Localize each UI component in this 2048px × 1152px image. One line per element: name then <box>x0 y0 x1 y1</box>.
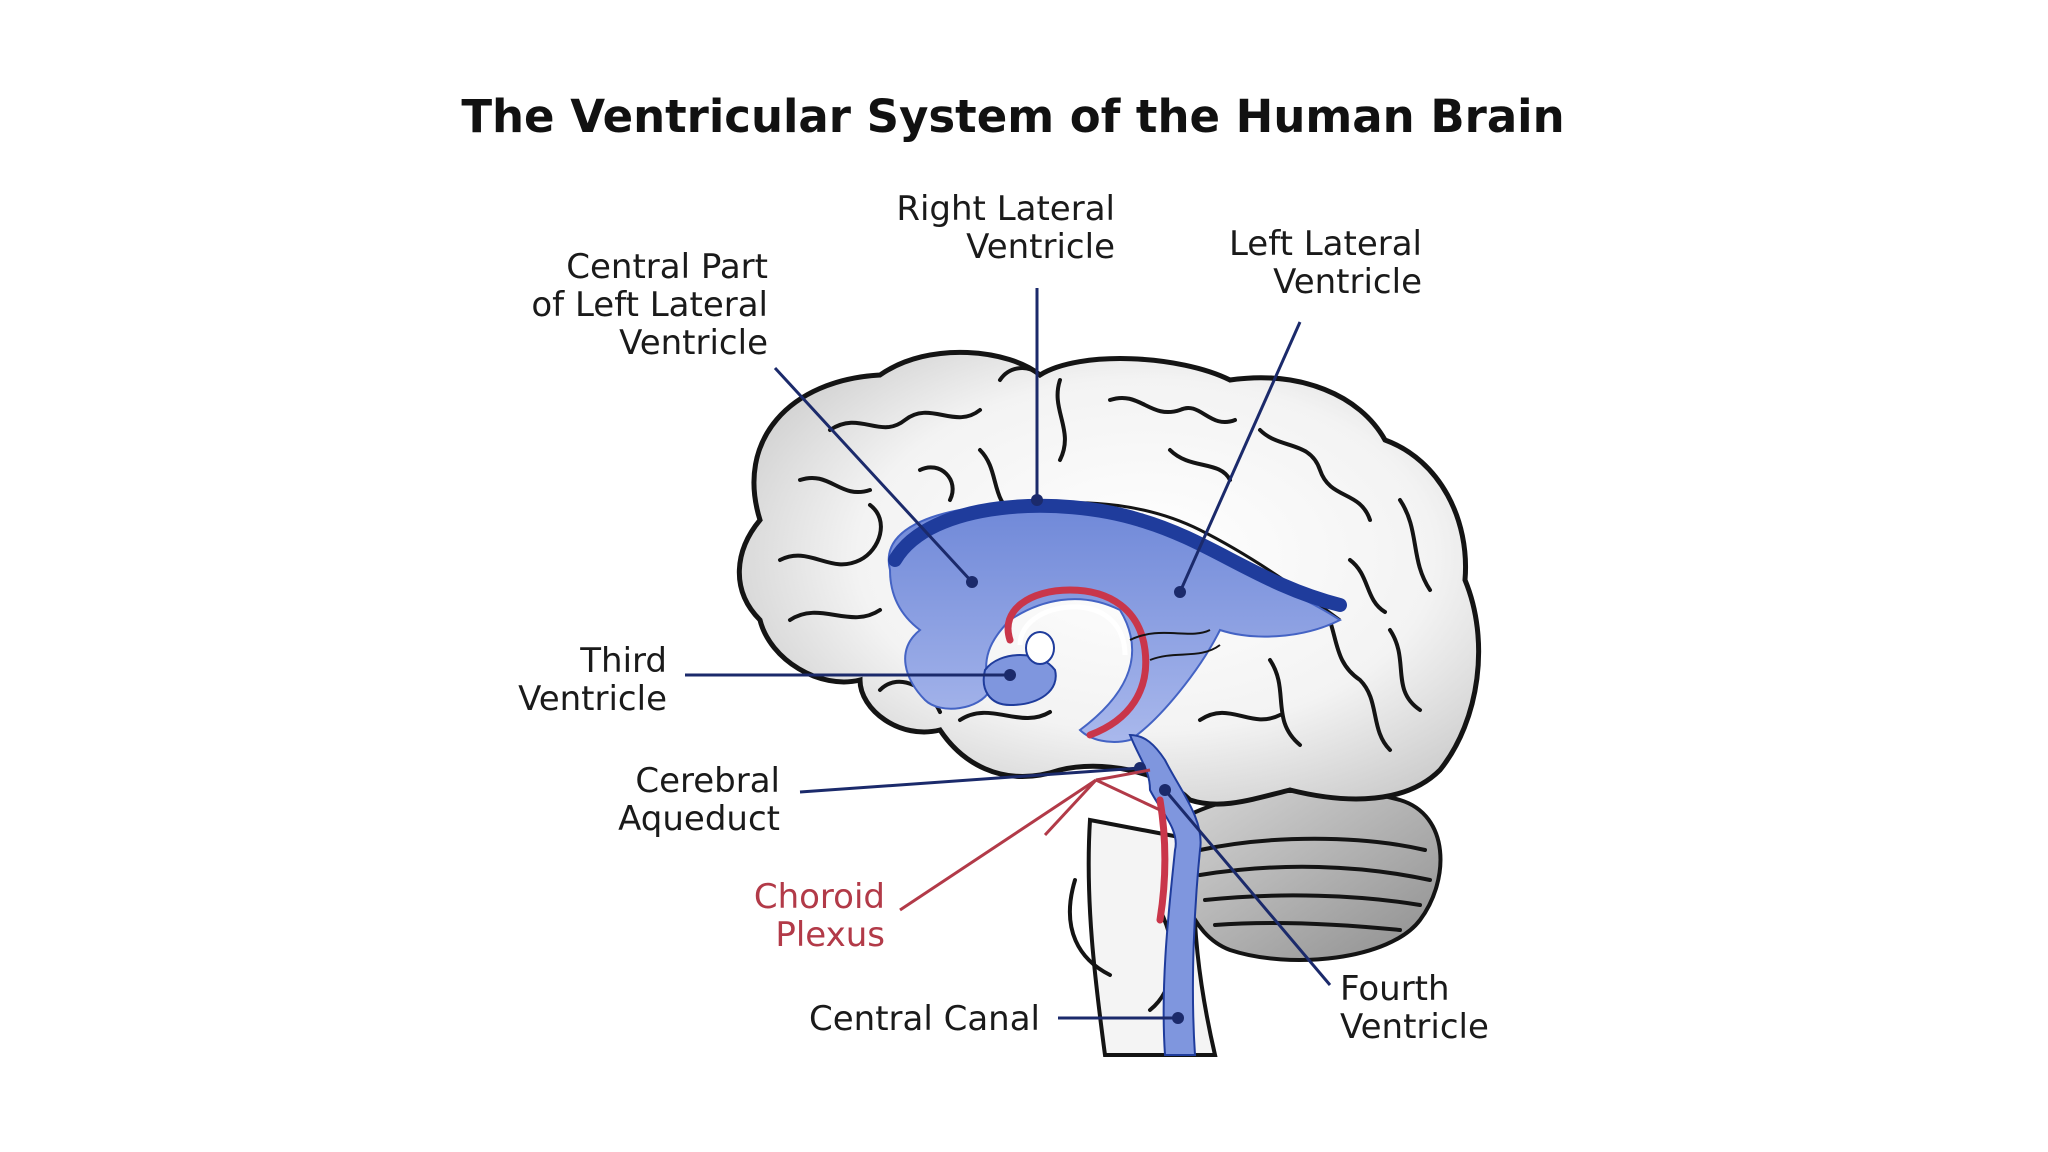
label-central-part-left-lateral: Central Part of Left Lateral Ventricle <box>531 247 768 363</box>
label-fourth-ventricle: Fourth Ventricle <box>1340 969 1489 1047</box>
leader-left-lateral <box>1178 321 1302 593</box>
label-line: Plexus <box>775 915 885 955</box>
label-line: Third <box>579 641 667 681</box>
label-right-lateral-ventricle: Right Lateral Ventricle <box>896 189 1115 267</box>
leader-central-part <box>773 366 974 584</box>
cerebellum <box>1175 787 1443 962</box>
label-line: Choroid <box>754 877 885 917</box>
leader-fourth-ventricle <box>1163 789 1332 986</box>
leader-dot-left-lateral <box>1174 586 1186 598</box>
leader-choroid-plexus-b <box>1095 778 1161 812</box>
label-line: Ventricle <box>966 227 1115 267</box>
label-line: Fourth <box>1340 969 1450 1009</box>
label-central-canal: Central Canal <box>809 999 1040 1039</box>
ventricular-system <box>887 498 1347 1056</box>
leader-choroid-plexus-a <box>1095 768 1151 782</box>
leader-dot-third-ventricle <box>1004 669 1016 681</box>
leader-choroid-plexus-c <box>1043 778 1098 837</box>
diagram-title: The Ventricular System of the Human Brai… <box>461 90 1564 143</box>
leader-dot-central-canal <box>1172 1012 1184 1024</box>
label-line: Ventricle <box>518 679 667 719</box>
leader-cerebral-aqueduct <box>799 766 1141 794</box>
label-line: Central Part <box>566 247 768 287</box>
label-cerebral-aqueduct: Cerebral Aqueduct <box>618 761 780 839</box>
label-line: Right Lateral <box>896 189 1115 229</box>
label-line: Ventricle <box>1273 262 1422 302</box>
label-left-lateral-ventricle: Left Lateral Ventricle <box>1229 224 1422 302</box>
label-choroid-plexus: Choroid Plexus <box>754 877 885 955</box>
leader-dot-central-part <box>966 576 978 588</box>
leader-lines <box>685 288 1332 1024</box>
leader-dot-right-lateral <box>1031 494 1043 506</box>
leader-choroid-plexus <box>899 778 1097 912</box>
label-line: of Left Lateral <box>531 285 768 325</box>
label-third-ventricle: Third Ventricle <box>518 641 667 719</box>
label-line: Aqueduct <box>618 799 780 839</box>
label-line: Ventricle <box>1340 1007 1489 1047</box>
label-line: Left Lateral <box>1229 224 1422 264</box>
leader-dot-fourth-ventricle <box>1159 784 1171 796</box>
label-line: Ventricle <box>619 323 768 363</box>
label-line: Cerebral <box>635 761 780 801</box>
label-line: Central Canal <box>809 999 1040 1039</box>
